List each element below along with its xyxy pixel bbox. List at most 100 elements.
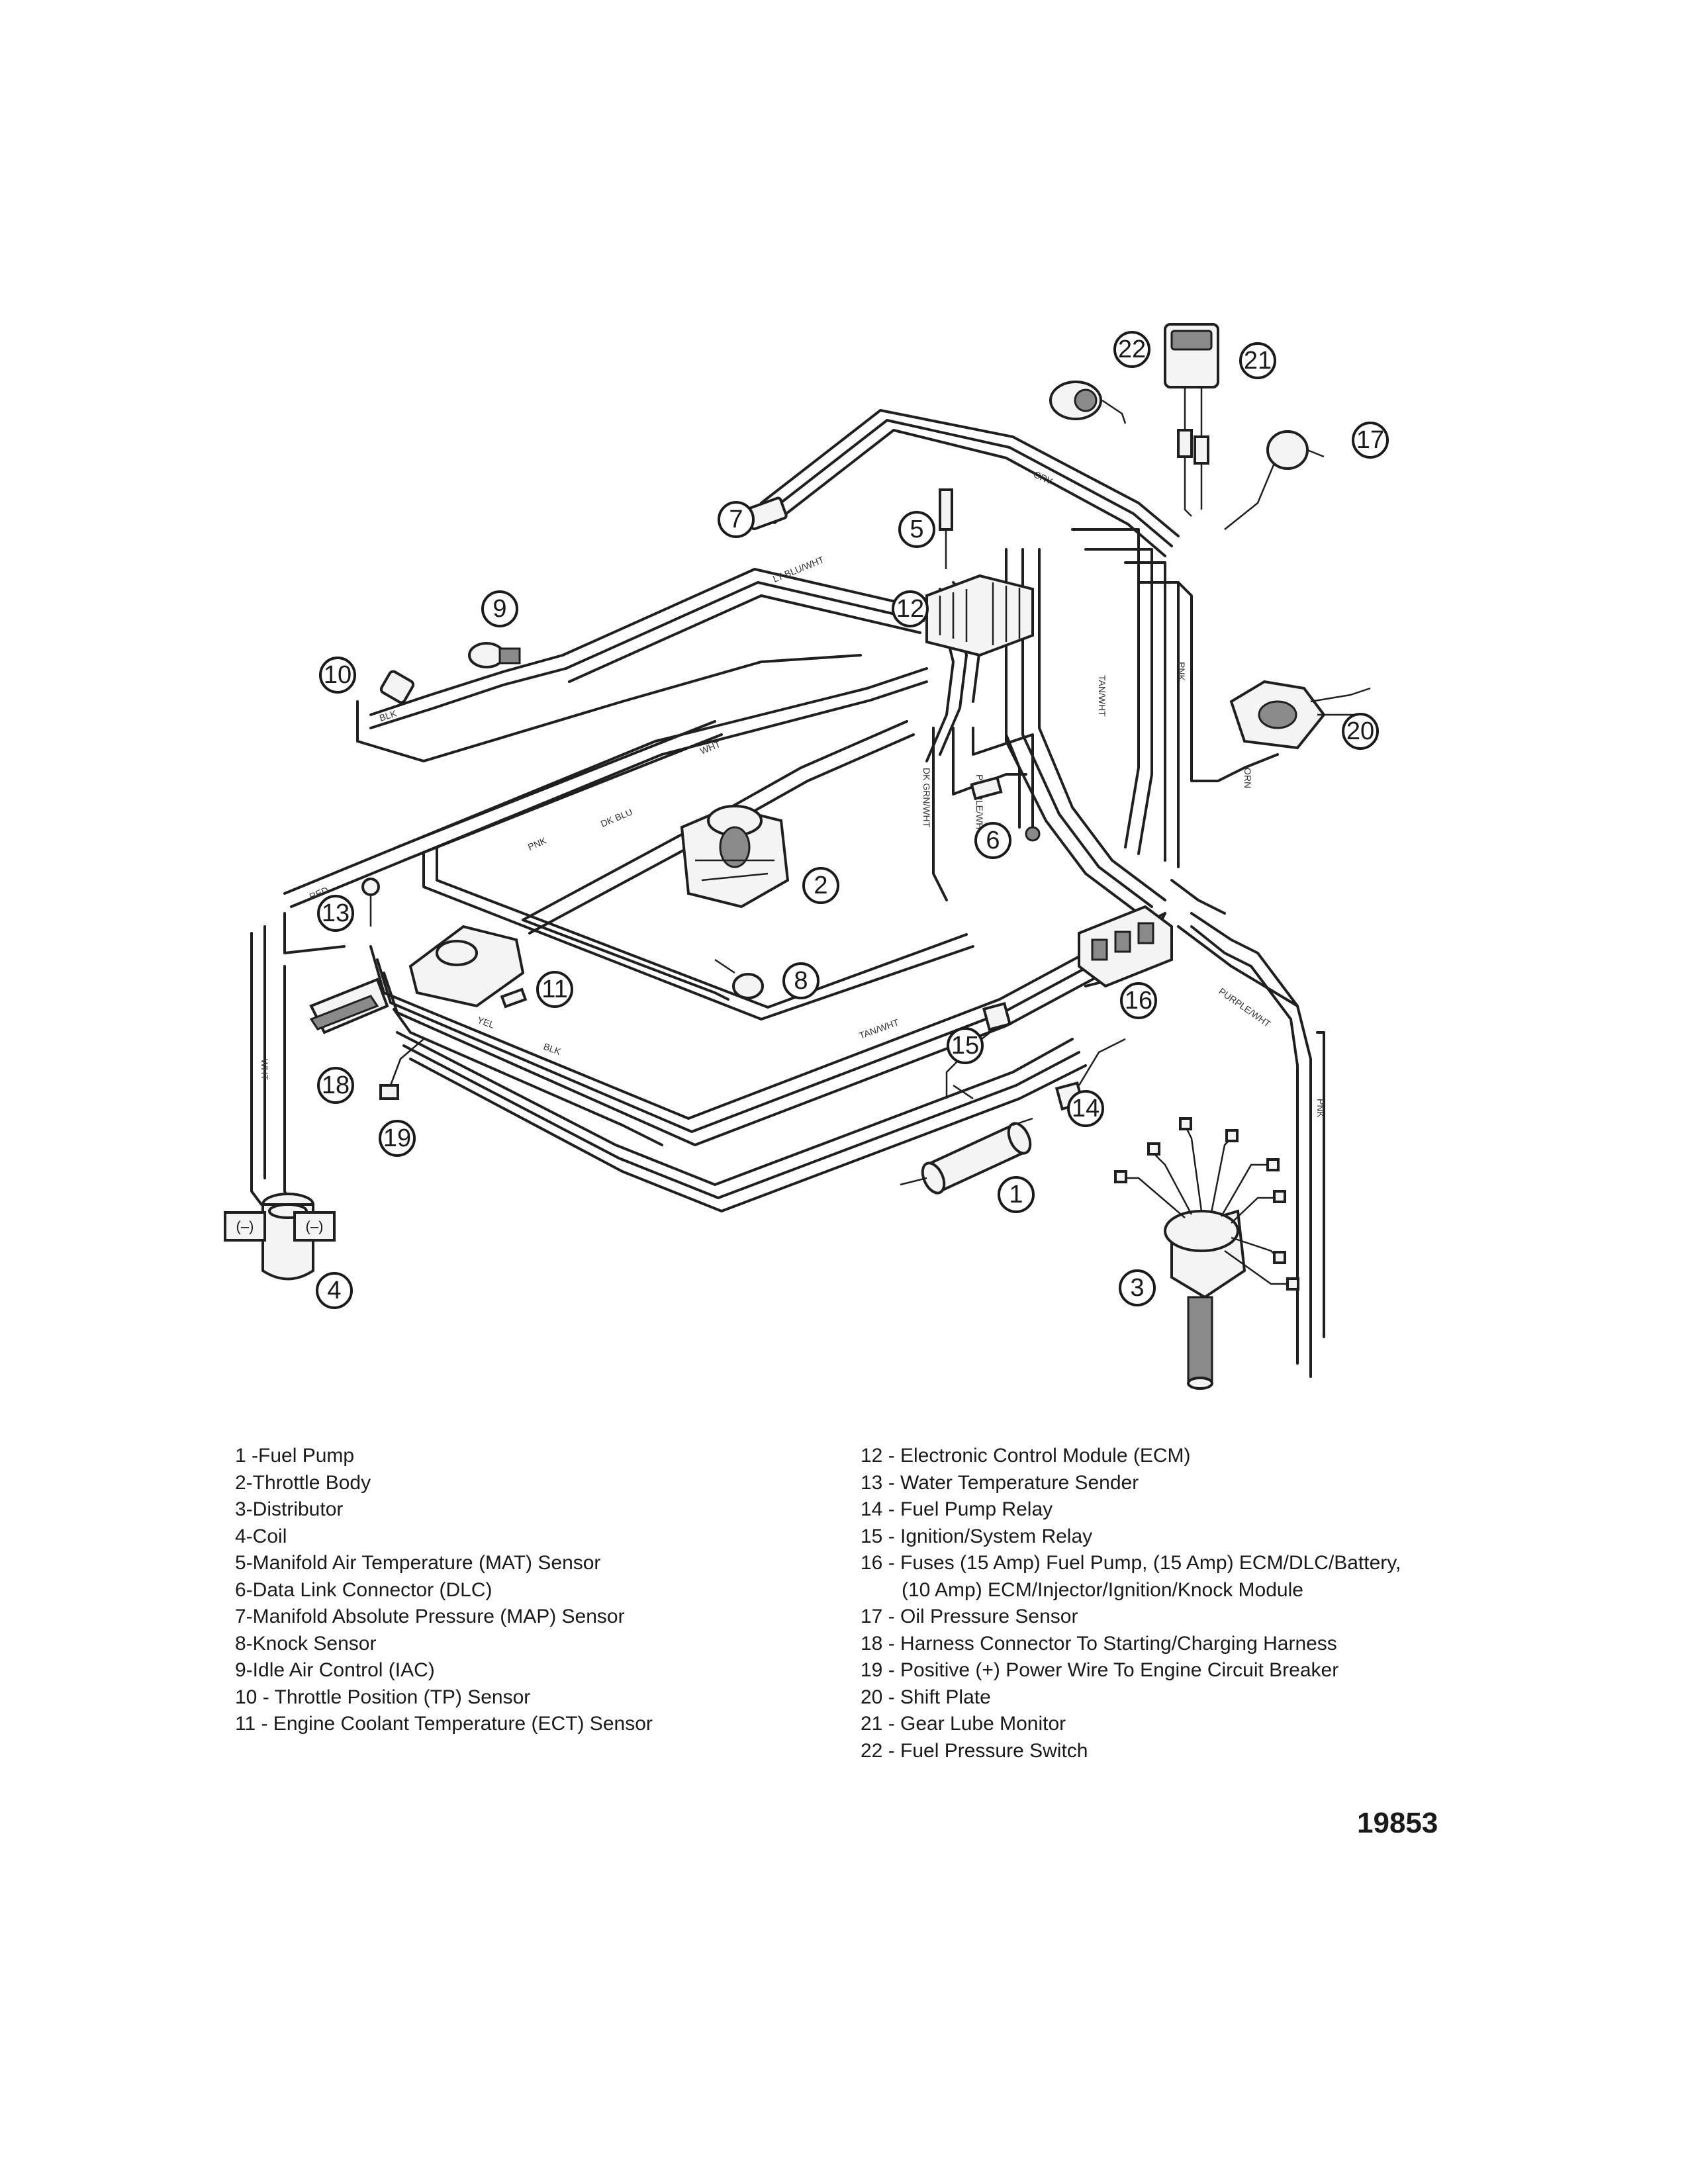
wire-label-blk-2: BLK <box>378 707 399 723</box>
knock-sensor <box>714 958 764 999</box>
legend-item: 10 - Throttle Position (TP) Sensor <box>235 1686 531 1708</box>
callout-21: 21 <box>1239 342 1276 379</box>
wire-label-orn: ORN <box>1243 768 1253 788</box>
gear-lube-monitor <box>1164 323 1219 517</box>
distributor-lead <box>1177 925 1299 1007</box>
legend-item: 3-Distributor <box>235 1498 344 1520</box>
callout-16: 16 <box>1120 982 1157 1019</box>
svg-text:12: 12 <box>896 595 924 623</box>
legend-item-continued: (10 Amp) ECM/Injector/Ignition/Knock Mod… <box>902 1578 1303 1601</box>
legend-item: 22 - Fuel Pressure Switch <box>861 1739 1088 1762</box>
svg-text:19: 19 <box>383 1124 411 1152</box>
dlc <box>970 776 1041 842</box>
callout-6: 6 <box>974 822 1011 859</box>
svg-text:14: 14 <box>1072 1095 1100 1122</box>
legend-item: 15 - Ignition/System Relay <box>861 1525 1093 1547</box>
legend-item: 1 -Fuel Pump <box>235 1445 355 1467</box>
callout-1: 1 <box>998 1176 1035 1213</box>
callout-19: 19 <box>379 1120 416 1157</box>
callout-10: 10 <box>319 657 356 694</box>
legend-right: 12 - Electronic Control Module (ECM) 13 … <box>861 1443 1401 1764</box>
legend-item: 5-Manifold Air Temperature (MAT) Sensor <box>235 1552 601 1574</box>
svg-text:8: 8 <box>794 967 808 995</box>
main-harness <box>283 409 1312 1378</box>
legend-item: 19 - Positive (+) Power Wire To Engine C… <box>861 1659 1339 1681</box>
svg-text:18: 18 <box>322 1071 350 1099</box>
wire-label-wht: WHT <box>259 1059 270 1080</box>
svg-text:5: 5 <box>910 516 923 543</box>
svg-text:1: 1 <box>1009 1181 1023 1208</box>
callout-8: 8 <box>782 962 820 999</box>
wire-label-blk: BLK <box>542 1041 563 1057</box>
water-temperature-sender <box>361 878 380 927</box>
callout-13: 13 <box>317 895 354 932</box>
legend-item: 9-Idle Air Control (IAC) <box>235 1659 435 1681</box>
svg-text:21: 21 <box>1244 347 1272 375</box>
svg-text:22: 22 <box>1118 336 1146 363</box>
wire-label-dk-grn-wht: DK GRN/WHT <box>921 768 932 828</box>
wire-label-pnk: PNK <box>526 835 548 852</box>
svg-text:16: 16 <box>1125 987 1152 1015</box>
svg-text:17: 17 <box>1356 426 1384 454</box>
distributor-lead-2 <box>1316 1031 1325 1338</box>
figure-number: 19853 <box>1357 1807 1438 1839</box>
legend-item: 12 - Electronic Control Module (ECM) <box>861 1445 1191 1467</box>
legend-item: 14 - Fuel Pump Relay <box>861 1498 1053 1520</box>
wire-label-yel: YEL <box>476 1015 496 1030</box>
wire-label-pnk-2: PNK <box>1176 662 1187 681</box>
tp-sensor <box>379 670 415 704</box>
legend-item: 4-Coil <box>235 1525 287 1547</box>
svg-text:9: 9 <box>492 595 506 623</box>
legend-item: 16 - Fuses (15 Amp) Fuel Pump, (15 Amp) … <box>861 1552 1401 1574</box>
callout-17: 17 <box>1352 422 1389 459</box>
ecm <box>925 574 1034 657</box>
legend-item: 11 - Engine Coolant Temperature (ECT) Se… <box>235 1713 653 1735</box>
svg-text:13: 13 <box>322 899 350 927</box>
shift-plate <box>1229 680 1371 750</box>
legend-item: 13 - Water Temperature Sender <box>861 1471 1139 1494</box>
legend-item: 21 - Gear Lube Monitor <box>861 1713 1066 1735</box>
legend-left: 1 -Fuel Pump 2-Throttle Body 3-Distribut… <box>235 1443 653 1738</box>
legend-item: 2-Throttle Body <box>235 1471 371 1494</box>
legend-item: 8-Knock Sensor <box>235 1632 377 1655</box>
wire-label-pnk-3: PNK <box>1315 1099 1326 1118</box>
callout-14: 14 <box>1067 1090 1104 1127</box>
callout-22: 22 <box>1113 331 1150 368</box>
svg-text:3: 3 <box>1130 1274 1144 1302</box>
coil: (–) (–) <box>224 1193 336 1281</box>
callout-18: 18 <box>317 1067 354 1104</box>
wire-label-tan-wht-2: TAN/WHT <box>1097 675 1107 717</box>
legend-item: 17 - Oil Pressure Sensor <box>861 1606 1078 1627</box>
callout-20: 20 <box>1342 713 1379 750</box>
legend-item: 6-Data Link Connector (DLC) <box>235 1578 492 1601</box>
harness-connector <box>309 978 389 1034</box>
callout-5: 5 <box>898 511 935 548</box>
svg-text:7: 7 <box>729 506 743 533</box>
coil-terminal-right: (–) <box>306 1218 324 1235</box>
callout-4: 4 <box>316 1272 353 1309</box>
callout-2: 2 <box>802 867 839 904</box>
fuse-block <box>1078 905 1173 988</box>
legend-item: 18 - Harness Connector To Starting/Charg… <box>861 1632 1337 1655</box>
callout-11: 11 <box>536 971 573 1008</box>
ignition-system-relay <box>945 1001 1012 1099</box>
svg-text:10: 10 <box>324 661 352 689</box>
fuel-pressure-switch <box>1049 381 1127 424</box>
legend-item: 20 - Shift Plate <box>861 1686 991 1708</box>
callout-7: 7 <box>718 501 755 538</box>
callout-15: 15 <box>947 1027 984 1064</box>
wire-label-dk-blu: DK BLU <box>599 806 634 829</box>
ect-sensor <box>500 987 528 1009</box>
callout-3: 3 <box>1119 1269 1156 1306</box>
iac <box>468 642 521 668</box>
engine-block <box>408 925 525 1008</box>
mat-sensor <box>939 488 953 569</box>
positive-power-wire <box>379 1038 424 1100</box>
svg-text:2: 2 <box>814 872 827 899</box>
svg-text:15: 15 <box>951 1032 979 1060</box>
svg-text:11: 11 <box>541 976 567 1003</box>
coil-terminal-left: (–) <box>236 1218 254 1235</box>
distributor <box>1114 1117 1299 1390</box>
wire-label-gry: GRY <box>1032 469 1055 486</box>
